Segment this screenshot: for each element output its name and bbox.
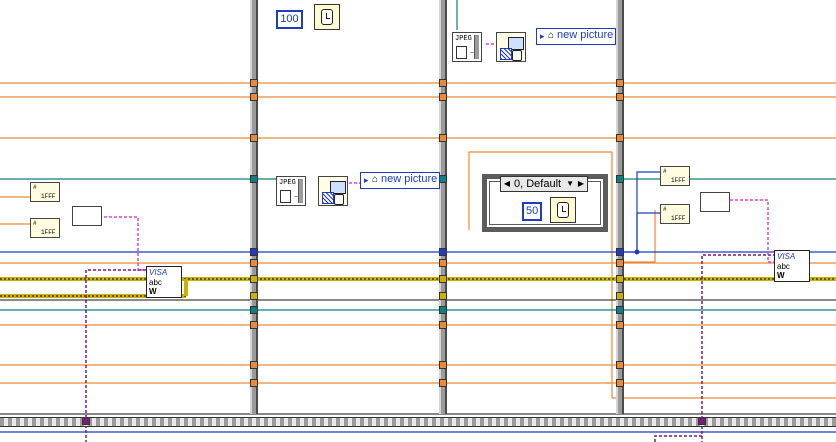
local-variable-label: new picture [557, 29, 614, 41]
wire-tunnel [616, 79, 624, 87]
jpeg-label: JPEG [279, 179, 296, 187]
bundle-label: 1FFF [41, 229, 56, 236]
black-wires [0, 299, 836, 415]
wire-tunnel [698, 417, 706, 425]
bundle-icon[interactable]: # 1FFF [30, 182, 60, 202]
wire-tunnel [616, 292, 624, 300]
sequence-frame-border [439, 0, 447, 414]
visa-write-icon[interactable]: VISA abc W [146, 266, 182, 298]
case-next-arrow[interactable]: ▶ [577, 179, 585, 188]
wire-tunnel [250, 93, 258, 101]
wire-tunnel [439, 79, 447, 87]
visa-sub-label: abc [149, 278, 162, 287]
wire-tunnel [616, 306, 624, 314]
wire-tunnel [439, 321, 447, 329]
pink-wires [104, 43, 776, 271]
wire-tunnel [439, 248, 447, 256]
visa-label: VISA [777, 252, 796, 261]
wait-ms-icon[interactable] [314, 4, 340, 30]
wire-tunnel [250, 248, 258, 256]
unbundle-icon[interactable] [72, 206, 102, 226]
wire-tunnel [616, 175, 624, 183]
junction-dot [634, 249, 640, 255]
case-dropdown-arrow[interactable]: ▼ [566, 179, 574, 188]
wire-tunnel [250, 79, 258, 87]
wire-tunnel [616, 93, 624, 101]
wire-tunnel [439, 93, 447, 101]
wire-tunnel [439, 379, 447, 387]
bundle-label: 1FFF [671, 215, 686, 222]
local-variable-new-picture[interactable]: ▸⌂ new picture [360, 172, 440, 189]
wire-tunnel [250, 292, 258, 300]
error-cluster-wire [0, 277, 836, 298]
wire-tunnel [616, 134, 624, 142]
bundle-label: 1FFF [671, 177, 686, 184]
wire-tunnel [439, 134, 447, 142]
wire-tunnel [439, 292, 447, 300]
wire-tunnel [439, 275, 447, 283]
bundle-icon[interactable]: # 1FFF [660, 166, 690, 186]
wait-constant[interactable]: 50 [522, 202, 542, 221]
wire-tunnel [616, 361, 624, 369]
case-selector-value: 0, Default [514, 178, 562, 190]
bundle-icon[interactable]: # 1FFF [30, 218, 60, 238]
wire-tunnel [250, 361, 258, 369]
bundle-label: 1FFF [41, 193, 56, 200]
purple-wires [85, 254, 776, 442]
wire-tunnel [250, 306, 258, 314]
wire-tunnel [250, 379, 258, 387]
visa-write-icon[interactable]: VISA abc W [774, 250, 810, 282]
bundle-icon[interactable]: # 1FFF [660, 204, 690, 224]
write-jpeg-icon[interactable]: JPEG → [276, 176, 306, 206]
local-variable-new-picture[interactable]: ▸⌂ new picture [536, 28, 616, 45]
teal-wires [0, 0, 836, 311]
sequence-film-strip [0, 417, 836, 427]
wire-tunnel [250, 175, 258, 183]
wait-ms-icon[interactable] [550, 197, 576, 223]
wire-tunnel [616, 259, 624, 267]
blue-wires [0, 171, 836, 433]
wire-tunnel [439, 361, 447, 369]
case-selector[interactable]: ◀ 0, Default ▼ ▶ [500, 176, 588, 192]
sequence-frame-border [616, 0, 624, 414]
wire-tunnel [250, 321, 258, 329]
case-prev-arrow[interactable]: ◀ [503, 179, 511, 188]
wire-tunnel [439, 306, 447, 314]
unbundle-icon[interactable] [700, 192, 730, 212]
wire-tunnel [250, 259, 258, 267]
draw-picture-icon[interactable] [496, 32, 526, 62]
wait-constant[interactable]: 100 [276, 10, 303, 29]
visa-label: VISA [149, 268, 168, 277]
write-jpeg-icon[interactable]: JPEG → [452, 32, 482, 62]
wire-tunnel [616, 379, 624, 387]
visa-sub-label: abc [777, 262, 790, 271]
wire-tunnel [616, 321, 624, 329]
wire-tunnel [616, 248, 624, 256]
wire-tunnel [439, 259, 447, 267]
wire-tunnel [82, 417, 90, 425]
draw-picture-icon[interactable] [318, 176, 348, 206]
sequence-frame-border [250, 0, 258, 414]
orange-wires [0, 82, 836, 399]
wire-tunnel [250, 275, 258, 283]
wire-tunnel [616, 275, 624, 283]
local-variable-label: new picture [381, 173, 438, 185]
wire-tunnel [439, 175, 447, 183]
jpeg-label: JPEG [455, 35, 472, 43]
wire-tunnel [250, 134, 258, 142]
